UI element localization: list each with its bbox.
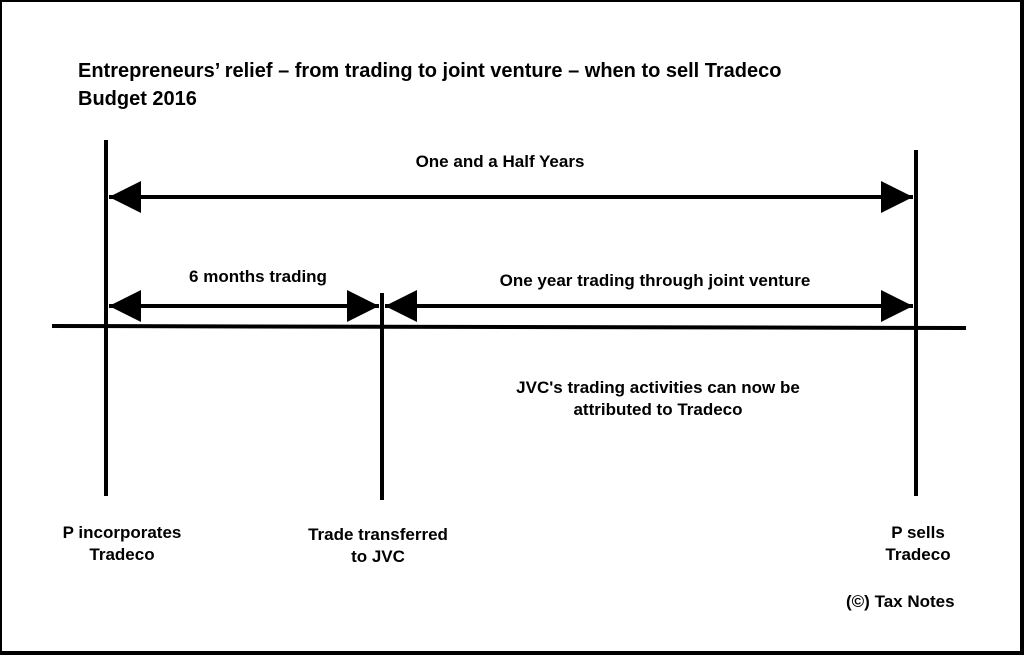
event-middle-line-1: Trade transferred bbox=[308, 525, 448, 544]
copyright-notice: (©) Tax Notes bbox=[846, 592, 955, 611]
overall-period-label: One and a Half Years bbox=[415, 152, 585, 171]
event-start-line-2: Tradeco bbox=[89, 545, 155, 564]
event-end-line-1: P sells bbox=[891, 523, 945, 542]
event-end-line-2: Tradeco bbox=[885, 545, 951, 564]
timeline-axis bbox=[51, 324, 967, 330]
second-period-label: One year trading through joint venture bbox=[499, 271, 811, 290]
event-label-middle: Trade transferred to JVC bbox=[268, 524, 488, 568]
diagram-title: Entrepreneurs’ relief – from trading to … bbox=[78, 57, 782, 113]
jvc-note-line-1: JVC's trading activities can now be bbox=[516, 378, 800, 397]
jvc-note: JVC's trading activities can now be attr… bbox=[458, 377, 858, 421]
event-start-line-1: P incorporates bbox=[62, 523, 182, 542]
event-middle-line-2: to JVC bbox=[351, 547, 405, 566]
event-label-start: P incorporates Tradeco bbox=[22, 522, 222, 566]
title-line-2: Budget 2016 bbox=[78, 88, 197, 110]
jvc-note-line-2: attributed to Tradeco bbox=[573, 400, 743, 419]
first-period-label: 6 months trading bbox=[189, 267, 327, 286]
title-line-1: Entrepreneurs’ relief – from trading to … bbox=[78, 60, 782, 82]
event-label-end: P sells Tradeco bbox=[838, 522, 998, 566]
